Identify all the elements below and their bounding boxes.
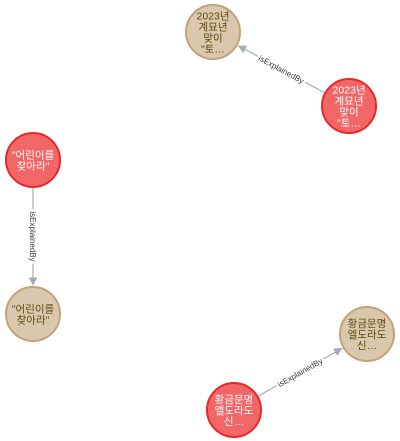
node-n5[interactable]: 황금문명엘도라도신… bbox=[339, 306, 395, 362]
source-node-circle[interactable] bbox=[321, 78, 377, 134]
edge-label-background bbox=[28, 209, 39, 264]
node-label-line: 맞이 bbox=[203, 33, 222, 45]
node-n6[interactable]: 황금문명엘도라도신… bbox=[206, 382, 262, 438]
source-node-circle[interactable] bbox=[5, 132, 61, 188]
node-n2[interactable]: 2023년계묘년맞이"토… bbox=[321, 78, 377, 134]
edge-label-group: isExplainedBy bbox=[273, 353, 326, 390]
node-label-line: 2023년 bbox=[196, 11, 229, 23]
node-label-line: 찾아라" bbox=[17, 161, 50, 173]
edge-label-group: isExplainedBy bbox=[28, 209, 39, 264]
node-label-line: 황금문명 bbox=[348, 318, 387, 330]
edge-n6-n5[interactable]: isExplainedBy bbox=[258, 347, 343, 397]
node-label-line: "어린이를 bbox=[12, 150, 55, 162]
node-label-line: 신… bbox=[224, 416, 244, 428]
node-label-line: 엘도라도 bbox=[348, 328, 387, 341]
nodes-layer: 2023년계묘년맞이"토…2023년계묘년맞이"토…"어린이를찾아라""어린이를… bbox=[5, 4, 395, 438]
edge-label: isExplainedBy bbox=[28, 211, 37, 261]
target-node-circle[interactable] bbox=[339, 306, 395, 362]
edge-n3-n4[interactable]: isExplainedBy bbox=[28, 188, 39, 286]
edge-label-background bbox=[273, 353, 326, 390]
edge-label: isExplainedBy bbox=[257, 54, 305, 86]
source-node-circle[interactable] bbox=[206, 382, 262, 438]
target-node-circle[interactable] bbox=[5, 286, 61, 342]
node-label-line: 신… bbox=[357, 340, 377, 352]
node-label-line: "토… bbox=[337, 118, 361, 130]
node-label-line: 맞이 bbox=[339, 107, 358, 119]
target-node-circle[interactable] bbox=[185, 4, 241, 60]
node-label-line: 2023년 bbox=[332, 85, 365, 97]
edge-label-group: isExplainedBy bbox=[255, 51, 309, 87]
node-n1[interactable]: 2023년계묘년맞이"토… bbox=[185, 4, 241, 60]
edge-n2-n1[interactable]: isExplainedBy bbox=[237, 45, 325, 94]
node-label-line: 엘도라도 bbox=[215, 404, 254, 417]
node-label-line: 황금문명 bbox=[215, 394, 254, 406]
node-label-line: 계묘년 bbox=[335, 96, 364, 108]
node-label-line: "어린이를 bbox=[12, 304, 55, 316]
edges-layer: isExplainedBy isExplainedBy isExplainedBy bbox=[28, 45, 343, 397]
edge-label: isExplainedBy bbox=[276, 356, 324, 389]
node-label-line: 찾아라" bbox=[17, 315, 50, 327]
node-label-line: "토… bbox=[201, 44, 225, 56]
edge-label-background bbox=[255, 51, 309, 87]
node-label-line: 계묘년 bbox=[199, 22, 228, 34]
